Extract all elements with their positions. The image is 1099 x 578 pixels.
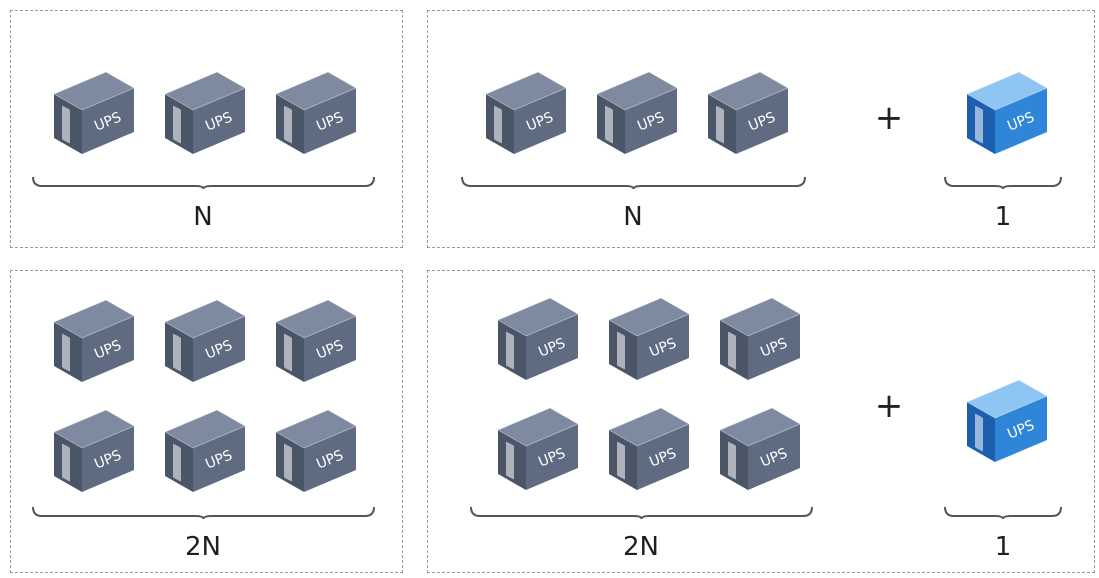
brace-icon	[944, 176, 1062, 190]
panel-2n	[10, 270, 403, 573]
group-count-label: N	[193, 202, 213, 232]
plus-sign: +	[874, 386, 904, 426]
group-count-label: 2N	[623, 532, 659, 562]
group-count-label: N	[623, 202, 643, 232]
ups-unit-icon: UPS	[714, 288, 806, 384]
brace-icon	[944, 506, 1062, 520]
ups-unit-icon: UPS	[270, 400, 362, 496]
panel-2n-plus-1	[427, 270, 1095, 573]
ups-unit-icon: UPS	[159, 400, 251, 496]
ups-unit-icon: UPS	[492, 288, 584, 384]
ups-unit-icon: UPS	[48, 400, 140, 496]
ups-unit-icon: UPS	[603, 398, 695, 494]
ups-unit-icon: UPS	[270, 62, 362, 158]
redundant-ups-unit-icon: UPS	[961, 62, 1053, 158]
extra-count-label: 1	[994, 532, 1012, 562]
brace-icon	[461, 176, 806, 190]
brace-icon	[470, 506, 813, 520]
ups-unit-icon: UPS	[48, 62, 140, 158]
panel-n	[10, 10, 403, 248]
ups-unit-icon: UPS	[702, 62, 794, 158]
panel-n-plus-1	[427, 10, 1095, 248]
ups-unit-icon: UPS	[159, 62, 251, 158]
ups-unit-icon: UPS	[492, 398, 584, 494]
brace-icon	[32, 176, 375, 190]
ups-unit-icon: UPS	[48, 290, 140, 386]
ups-unit-icon: UPS	[270, 290, 362, 386]
ups-unit-icon: UPS	[480, 62, 572, 158]
ups-unit-icon: UPS	[603, 288, 695, 384]
ups-unit-icon: UPS	[591, 62, 683, 158]
group-count-label: 2N	[185, 532, 221, 562]
redundant-ups-unit-icon: UPS	[961, 370, 1053, 466]
ups-unit-icon: UPS	[714, 398, 806, 494]
extra-count-label: 1	[994, 202, 1012, 232]
ups-unit-icon: UPS	[159, 290, 251, 386]
brace-icon	[32, 506, 375, 520]
plus-sign: +	[874, 98, 904, 138]
